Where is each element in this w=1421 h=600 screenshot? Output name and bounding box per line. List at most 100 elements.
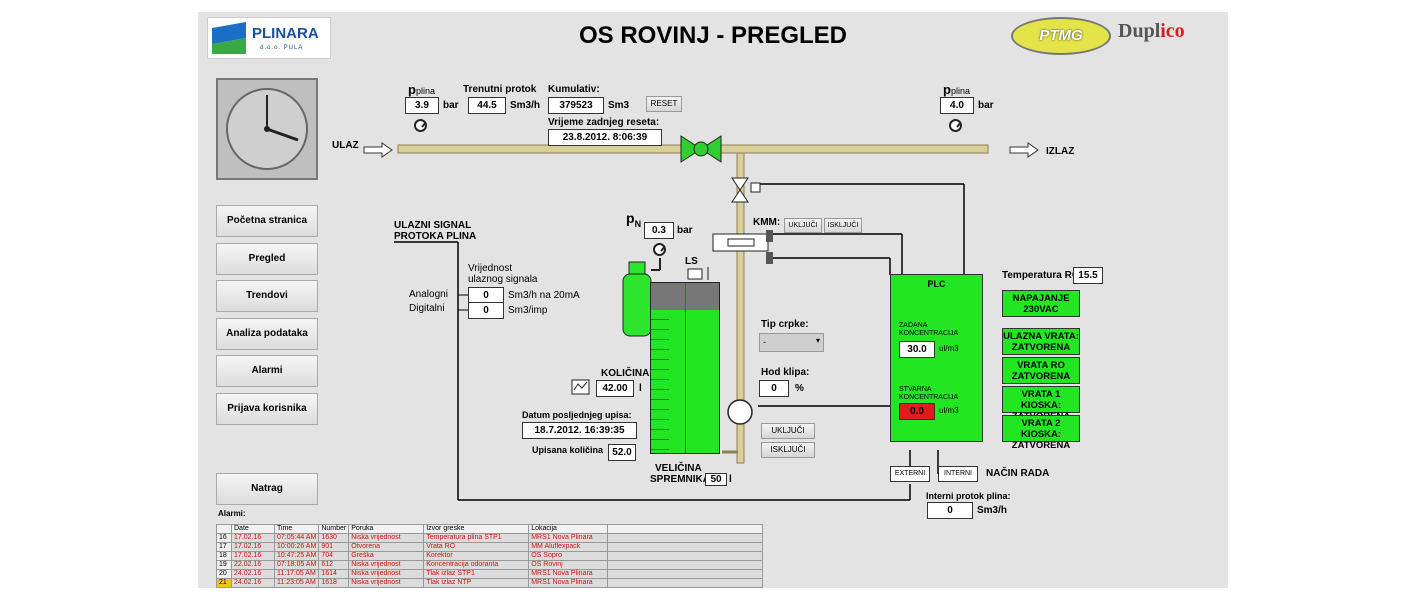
zadana-value: 30.0 (899, 341, 935, 358)
plinara-logo-subtext: d.o.o. PULA (260, 45, 304, 51)
analog-label: Analogni (409, 289, 448, 300)
ptmg-logo: PTMG (1011, 17, 1111, 55)
hod-klipa-value: 0 (759, 380, 789, 397)
tip-crpke-select[interactable]: - ▾ (759, 333, 824, 352)
interni-protok-unit: Sm3/h (977, 505, 1008, 516)
externi-button[interactable]: EXTERNI (890, 466, 930, 482)
upisana-label: Upisana količina (532, 445, 604, 455)
pn-gauge-icon (653, 243, 666, 256)
stvarna-value: 0.0 (899, 403, 935, 420)
clock (216, 78, 318, 180)
p-out-label: pplina (943, 82, 970, 97)
velicina-label-1: VELIČINA (655, 463, 702, 474)
col-number: Number (318, 524, 350, 534)
kmm-off-button[interactable]: ISKLJUČI (824, 218, 862, 233)
interni-protok-value: 0 (927, 502, 973, 519)
pump-off-button[interactable]: ISKLJUČI (761, 442, 815, 458)
alarms-table: Date Time Number Poruka Izvor greske Lok… (216, 524, 764, 588)
plinara-logo: PLINARA d.o.o. PULA (207, 17, 331, 59)
ulaz-label: ULAZ (332, 140, 359, 151)
nav-alarmi[interactable]: Alarmi (216, 355, 318, 387)
status-vrata-1-kioska: VRATA 1 KIOSKA:ZATVORENA (1002, 386, 1080, 422)
pn-label: pN (626, 210, 642, 229)
analog-unit: Sm3/h na 20mA (508, 290, 580, 301)
temp-ro-value: 15.5 (1073, 267, 1103, 284)
reset-button[interactable]: RESET (646, 96, 682, 112)
col-izvor: Izvor greske (423, 524, 530, 534)
chevron-down-icon: ▾ (815, 336, 820, 345)
zadana-label-2: KONCENTRACIJA (899, 330, 959, 337)
hod-klipa-unit: % (795, 383, 804, 394)
reset-time-value: 23.8.2012. 8:06:39 (548, 129, 662, 146)
duplico-logo: Duplico (1118, 20, 1222, 52)
plinara-logo-icon (212, 22, 246, 54)
kolicina-label: KOLIČINA (601, 368, 650, 379)
digital-unit: Sm3/imp (508, 305, 548, 316)
stvarna-label-1: STVARNA (899, 386, 932, 393)
col-time: Time (273, 524, 320, 534)
tank (650, 282, 720, 454)
datum-label: Datum posljednjeg upisa: (522, 410, 632, 420)
flow-label: Trenutni protok (463, 84, 537, 95)
stvarna-unit: ul/m3 (939, 406, 959, 415)
velicina-label-2: SPREMNIKA (650, 474, 711, 485)
process-diagram (363, 135, 1039, 501)
pn-value: 0.3 (644, 222, 674, 239)
nav-analiza[interactable]: Analiza podataka (216, 318, 318, 350)
interni-protok-label: Interni protok plina: (926, 491, 1011, 501)
signal-title-2: PROTOKA PLINA (394, 231, 477, 242)
clock-face-icon (226, 88, 308, 170)
nav-natrag-button[interactable]: Natrag (216, 473, 318, 505)
hod-klipa-label: Hod klipa: (761, 367, 810, 378)
flow-unit: Sm3/h (510, 100, 541, 111)
kum-label: Kumulativ: (548, 84, 600, 95)
nav-pregled[interactable]: Pregled (216, 243, 318, 275)
alarms-title: Alarmi: (218, 509, 246, 518)
page-title: OS ROVINJ - PREGLED (578, 22, 848, 49)
tank-ls-label: LS (685, 256, 698, 267)
digital-label: Digitalni (409, 303, 445, 314)
plc-title: PLC (927, 279, 946, 289)
nav-prijava[interactable]: Prijava korisnika (216, 393, 318, 425)
p-out-gauge-icon (949, 119, 962, 132)
kolicina-unit: l (639, 383, 642, 394)
nacin-rada-label: NAČIN RADA (986, 468, 1050, 479)
kolicina-value: 42.00 (596, 380, 634, 397)
kum-unit: Sm3 (608, 100, 630, 111)
duplico-logo-text: Duplico (1118, 20, 1185, 42)
upisana-value: 52.0 (608, 444, 636, 461)
col-poruka: Poruka (348, 524, 425, 534)
nav-trendovi[interactable]: Trendovi (216, 280, 318, 312)
pump-on-button[interactable]: UKLJUČI (761, 423, 815, 439)
datum-value: 18.7.2012. 16:39:35 (522, 422, 637, 439)
col-date: Date (231, 524, 275, 534)
zadana-unit: ul/m3 (939, 344, 959, 353)
p-in-gauge-icon (414, 119, 427, 132)
velicina-value: 50 (705, 473, 727, 486)
signal-value-label-1: Vrijednost (468, 263, 513, 274)
kum-value: 379523 (548, 97, 604, 114)
signal-title-1: ULAZNI SIGNAL (394, 220, 472, 231)
signal-value-label-2: ulaznog signala (468, 274, 538, 285)
nav-pocetna[interactable]: Početna stranica (216, 205, 318, 237)
tip-crpke-label: Tip crpke: (761, 319, 809, 330)
digital-value-input[interactable]: 0 (468, 302, 504, 319)
kmm-on-button[interactable]: UKLJUČI (784, 218, 822, 233)
hmi-screen: PLINARA d.o.o. PULA OS ROVINJ - PREGLED … (198, 12, 1228, 588)
temp-ro-label: Temperatura RO: (1002, 270, 1083, 281)
interni-button[interactable]: INTERNI (938, 466, 978, 482)
stvarna-label-2: KONCENTRACIJA (899, 394, 959, 401)
p-in-label: pplina (408, 82, 435, 97)
p-in-unit: bar (443, 100, 459, 111)
alarms-header-row: Date Time Number Poruka Izvor greske Lok… (216, 524, 764, 534)
status-vrata-2-kioska: VRATA 2 KIOSKA:ZATVORENA (1002, 415, 1080, 451)
plinara-logo-text: PLINARA (252, 25, 319, 42)
